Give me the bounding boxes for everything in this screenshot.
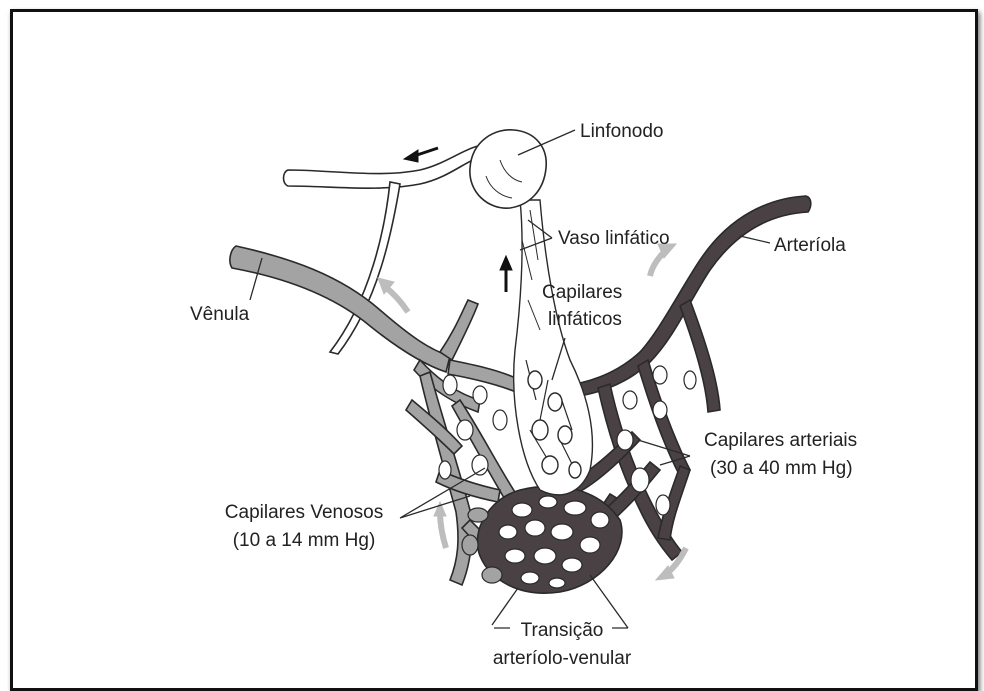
diagram-frame: Linfonodo Vaso linfático Capilares linfá… (10, 9, 978, 691)
label-linfonodo: Linfonodo (580, 121, 663, 142)
label-arteriola: Arteríola (774, 235, 846, 256)
label-transicao-2: arteríolo-venular (493, 648, 632, 669)
label-vaso-linfatico: Vaso linfático (558, 228, 670, 249)
label-capilares-linfaticos-1: Capilares (542, 282, 622, 303)
label-capilares-venosos-1: Capilares Venosos (225, 502, 383, 523)
label-venula: Vênula (190, 304, 250, 325)
capillary-diagram: Linfonodo Vaso linfático Capilares linfá… (10, 9, 978, 689)
label-capilares-venosos-2: (10 a 14 mm Hg) (233, 530, 376, 551)
venula-trunk (230, 246, 450, 372)
leader-arteriola (740, 236, 770, 243)
lymph-node (470, 130, 546, 208)
label-capilares-arteriais-2: (30 a 40 mm Hg) (710, 458, 853, 479)
label-capilares-linfaticos-2: linfáticos (548, 309, 622, 330)
label-capilares-arteriais-1: Capilares arteriais (704, 430, 857, 451)
label-transicao-1: Transição (521, 620, 604, 641)
